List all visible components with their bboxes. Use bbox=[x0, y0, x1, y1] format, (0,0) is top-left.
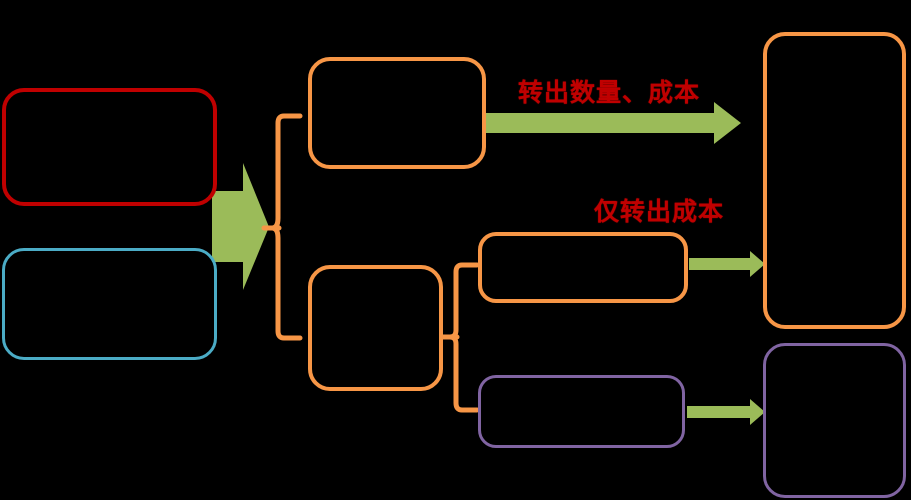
arrow-right-thin-icon-bottom bbox=[687, 399, 765, 425]
curly-brace-left-icon bbox=[269, 113, 303, 341]
node-target-purple[interactable] bbox=[763, 343, 906, 498]
curly-brace-left-icon-2 bbox=[447, 262, 480, 413]
arrow-right-thin-icon-mid bbox=[689, 251, 765, 277]
node-branch-purple[interactable] bbox=[478, 375, 685, 448]
block-arrow-right-icon bbox=[212, 163, 269, 290]
node-mid-bottom[interactable] bbox=[308, 265, 443, 391]
node-branch-cost-only[interactable] bbox=[478, 232, 688, 303]
node-mid-top[interactable] bbox=[308, 57, 486, 169]
label-cost-only: 仅转出成本 bbox=[594, 199, 725, 226]
node-source-bottom[interactable] bbox=[2, 248, 217, 360]
node-target-tall-orange[interactable] bbox=[763, 32, 906, 329]
label-qty-and-cost: 转出数量、成本 bbox=[518, 80, 701, 107]
node-source-top[interactable] bbox=[2, 88, 217, 206]
